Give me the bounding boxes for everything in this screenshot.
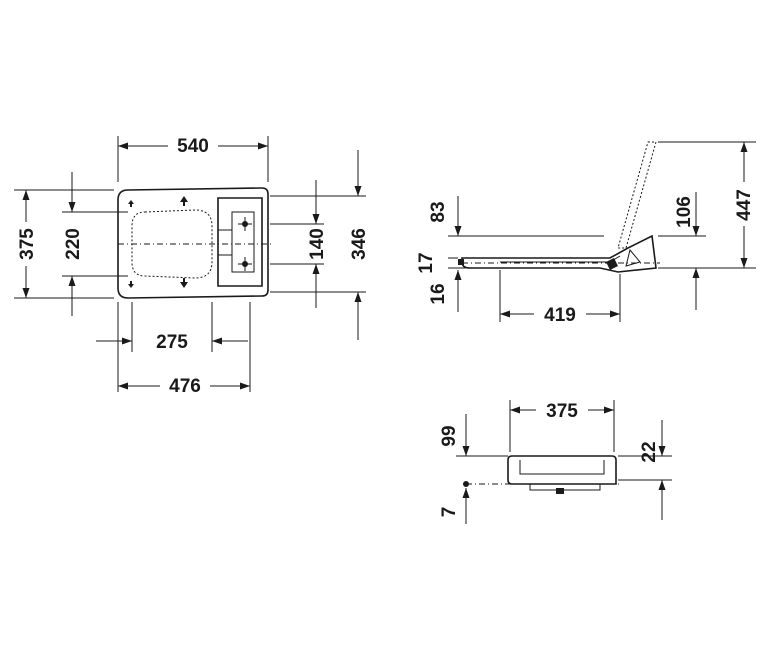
dim-419: 419: [544, 305, 576, 326]
dim-16: 16: [428, 283, 449, 304]
dim-106: 106: [674, 196, 695, 228]
seat-outline: [117, 187, 272, 299]
dim-83: 83: [428, 201, 449, 222]
dim-375-front: 375: [546, 401, 578, 422]
dim-17: 17: [416, 252, 437, 273]
dim-540: 540: [177, 136, 209, 157]
dim-275: 275: [156, 332, 188, 353]
dim-99: 99: [439, 425, 460, 446]
dim-7: 7: [439, 507, 460, 518]
dim-375-depth: 375: [17, 228, 38, 260]
side-view: 447 106 83 17 16 419: [416, 141, 756, 326]
dim-220: 220: [63, 228, 84, 260]
dim-140: 140: [307, 228, 328, 260]
dim-476: 476: [169, 376, 201, 397]
dim-447: 447: [734, 189, 755, 221]
dim-346: 346: [349, 228, 370, 260]
top-view: 540 476 275 375 220 140 346: [14, 132, 370, 397]
dim-22: 22: [639, 441, 660, 462]
front-view: 375 99 22 7: [439, 399, 672, 524]
